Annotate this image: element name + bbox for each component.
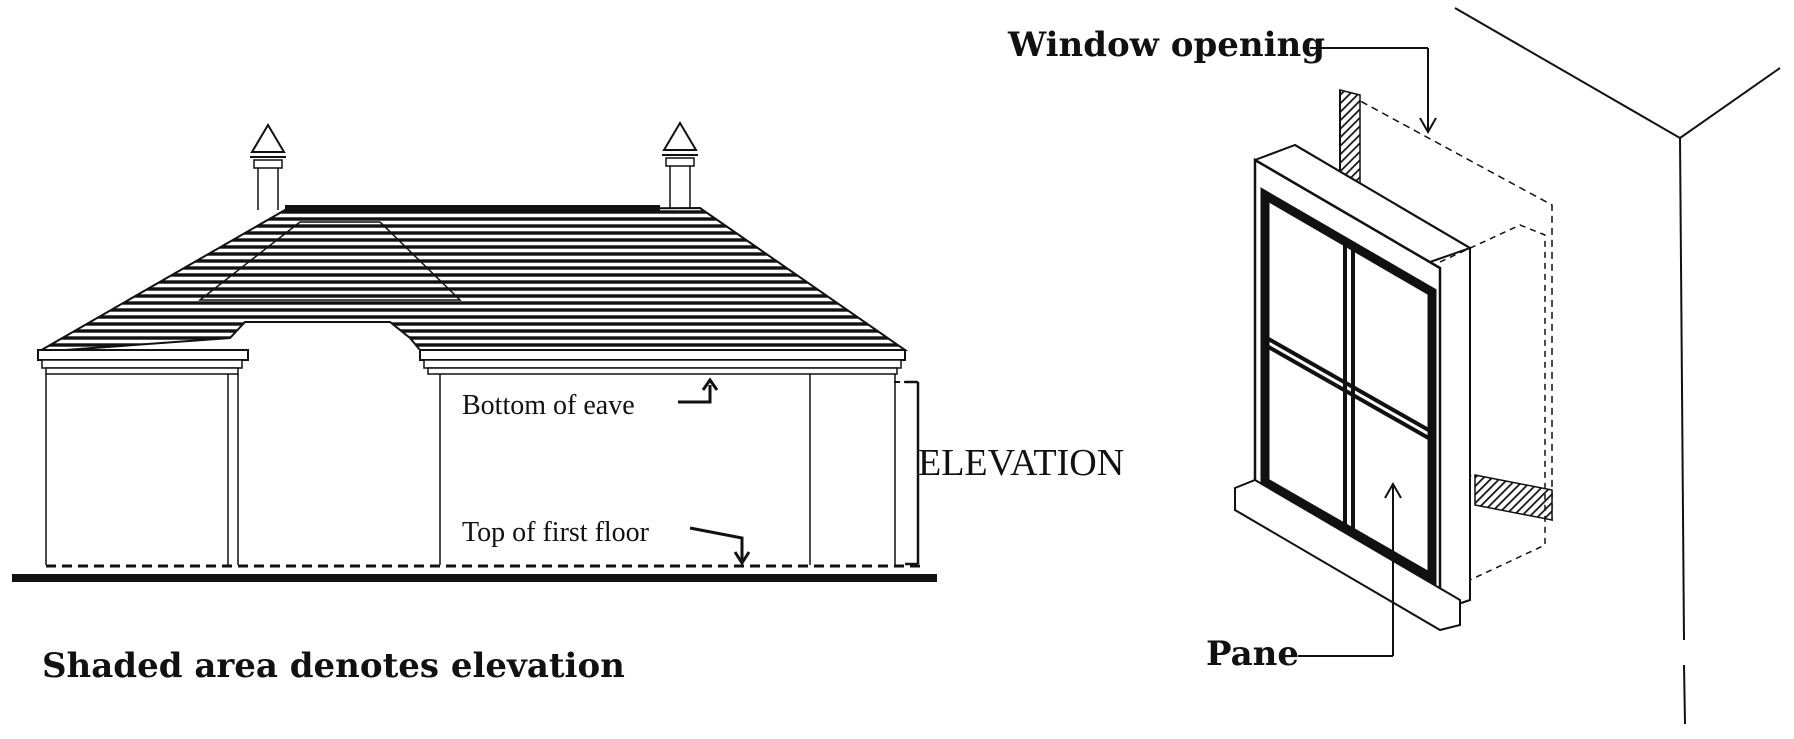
window-muntins [1264,242,1433,534]
window-opening-pointer [1310,47,1437,135]
pane-pointer [1298,481,1402,657]
caption: Shaded area denotes elevation [42,646,625,686]
eave-pointer [678,377,719,404]
top-of-first-floor-label: Top of first floor [462,517,650,548]
right-chimney [662,121,698,208]
eave-band-right [419,349,906,375]
window-sill [1234,478,1461,632]
elevation-bracket [905,380,920,566]
eave-band-left [37,349,249,375]
window-illustration [1234,7,1781,725]
window-opening-label: Window opening [1007,25,1325,65]
left-chimney [250,123,286,210]
floor-pointer [689,526,751,566]
house-illustration [12,121,937,582]
walls [45,374,896,565]
roof [37,206,909,353]
elevation-label: ELEVATION [918,442,1124,484]
pane-label: Pane [1206,634,1299,674]
bottom-of-eave-label: Bottom of eave [462,390,635,421]
ground-line [12,574,937,582]
wall-corner [1454,7,1781,725]
